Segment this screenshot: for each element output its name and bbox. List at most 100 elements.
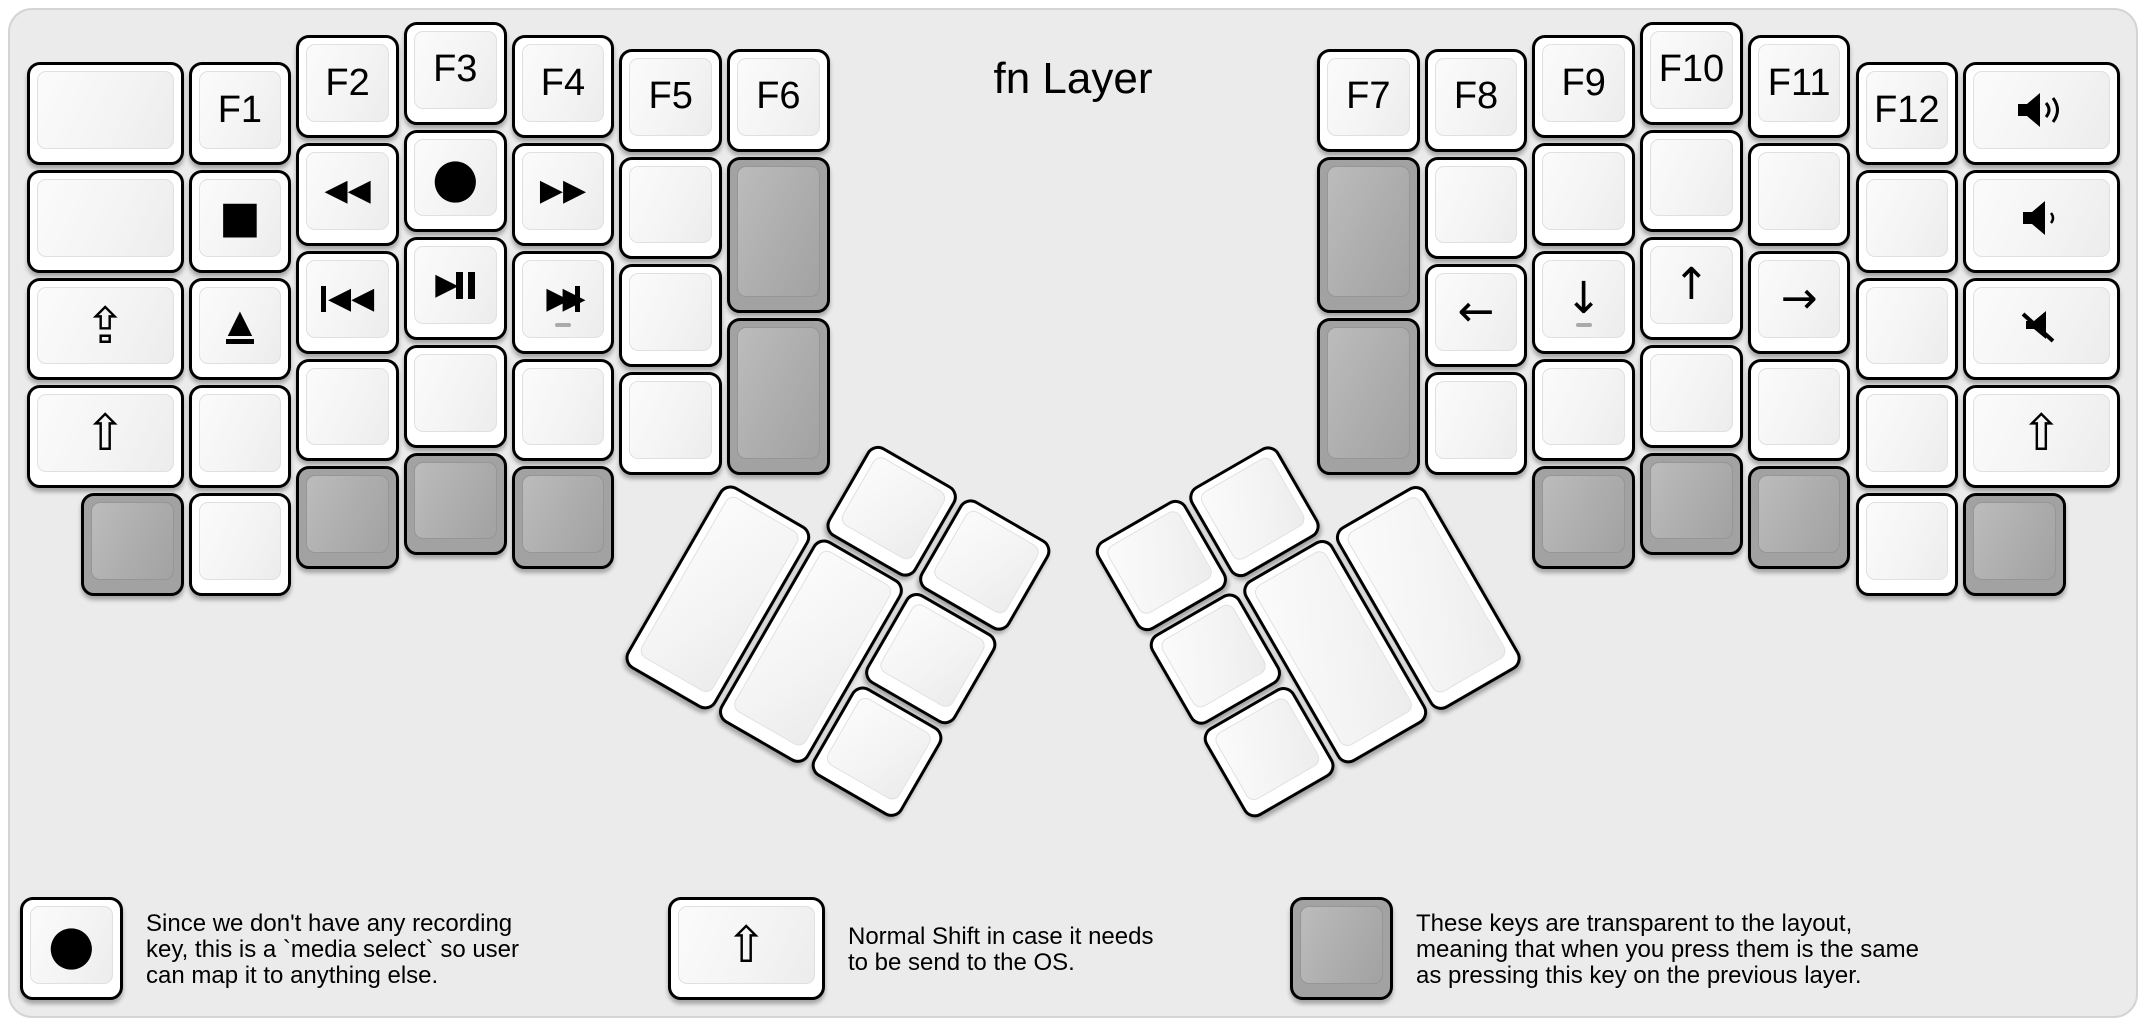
legend-line: can map it to anything else.	[146, 962, 439, 989]
keycap	[1865, 179, 1949, 257]
key-transparent[interactable]	[1532, 466, 1636, 569]
key-blank[interactable]	[1855, 493, 1959, 596]
keycap	[1650, 354, 1733, 432]
key-transparent[interactable]	[511, 466, 615, 569]
keycap: ↓	[1542, 259, 1626, 338]
legend-key-shift[interactable]: ⇧	[668, 897, 825, 1000]
record-icon: ●	[431, 145, 479, 209]
key-media-select[interactable]: ●	[403, 129, 507, 233]
key-play-pause[interactable]: ▶	[403, 237, 507, 341]
key-mute[interactable]	[1963, 277, 2120, 381]
key-arrow-right[interactable]: →	[1747, 250, 1851, 354]
keycap	[1434, 165, 1518, 244]
key-f7[interactable]: F7	[1317, 48, 1420, 152]
key-blank[interactable]	[1424, 156, 1528, 260]
legend-key-media-select[interactable]: ●	[20, 897, 123, 1000]
homing-bar	[1575, 322, 1592, 327]
key-blank[interactable]	[27, 62, 184, 166]
record-icon: ●	[47, 912, 95, 976]
key-blank[interactable]	[1424, 372, 1528, 475]
key-shift[interactable]: ⇧	[1963, 385, 2120, 489]
key-blank[interactable]	[1855, 277, 1959, 381]
keycap: ◀◀	[306, 259, 389, 338]
key-blank[interactable]	[619, 264, 723, 367]
keycap	[1757, 152, 1841, 230]
key-f10[interactable]: F10	[1640, 22, 1743, 125]
key-caps-lock[interactable]: ⇪	[27, 277, 184, 381]
key-blank[interactable]	[296, 358, 399, 462]
keycap: →	[1757, 259, 1841, 338]
key-f8[interactable]: F8	[1424, 48, 1528, 152]
key-transparent[interactable]	[1317, 318, 1420, 475]
key-blank[interactable]	[188, 493, 292, 596]
key-previous-track[interactable]: ◀◀	[296, 250, 399, 354]
key-volume-down[interactable]	[1963, 170, 2120, 273]
key-blank[interactable]	[27, 170, 184, 273]
key-label: F7	[1346, 75, 1391, 118]
key-transparent[interactable]	[727, 156, 830, 314]
keycap	[737, 327, 820, 459]
key-f12[interactable]: F12	[1855, 62, 1959, 166]
key-f5[interactable]: F5	[619, 48, 723, 152]
key-f1[interactable]: F1	[188, 62, 292, 166]
key-volume-up[interactable]	[1963, 62, 2120, 166]
key-rewind[interactable]: ◀◀	[296, 143, 399, 246]
keycap	[1650, 461, 1733, 540]
key-arrow-up[interactable]: ↑	[1640, 237, 1743, 341]
key-fast-forward[interactable]: ▶▶	[511, 143, 615, 246]
key-blank[interactable]	[619, 156, 723, 260]
keycap	[1434, 381, 1518, 459]
key-label: F4	[540, 61, 586, 104]
key-blank[interactable]	[619, 372, 723, 475]
key-blank[interactable]	[1640, 129, 1743, 233]
key-blank[interactable]	[1640, 345, 1743, 448]
keycap: ⇧	[678, 906, 815, 984]
key-f2[interactable]: F2	[296, 35, 399, 139]
key-arrow-left[interactable]: ←	[1424, 264, 1528, 367]
fast-forward-icon: ▶▶	[539, 173, 587, 208]
keycap: F1	[198, 71, 282, 150]
key-f9[interactable]: F9	[1532, 35, 1636, 139]
key-f6[interactable]: F6	[727, 48, 830, 152]
key-stop[interactable]: ■	[188, 170, 292, 273]
keycap	[1327, 165, 1410, 298]
key-f3[interactable]: F3	[403, 22, 507, 125]
key-blank[interactable]	[1747, 143, 1851, 246]
keycap	[737, 165, 820, 298]
play-pause-icon: ▶	[435, 270, 476, 300]
key-transparent[interactable]	[296, 466, 399, 569]
legend-line: Normal Shift in case it needs	[848, 923, 1154, 950]
key-blank[interactable]	[188, 385, 292, 489]
key-blank[interactable]	[511, 358, 615, 462]
key-blank[interactable]	[1747, 358, 1851, 462]
key-transparent[interactable]	[1747, 466, 1851, 569]
key-f4[interactable]: F4	[511, 35, 615, 139]
legend-key-transparent[interactable]	[1290, 897, 1393, 1000]
rewind-icon: ◀◀	[324, 173, 371, 208]
key-next-track[interactable]: ▶▶	[511, 250, 615, 354]
key-blank[interactable]	[1855, 170, 1959, 273]
key-blank[interactable]	[1855, 385, 1959, 489]
keycap	[1973, 286, 2110, 365]
key-label: F3	[433, 48, 478, 91]
key-transparent[interactable]	[1317, 156, 1420, 314]
key-transparent[interactable]	[80, 493, 184, 596]
key-blank[interactable]	[1532, 143, 1636, 246]
keycap: F7	[1327, 57, 1410, 136]
key-transparent[interactable]	[1963, 493, 2066, 596]
key-arrow-down[interactable]: ↓	[1532, 250, 1636, 354]
key-shift[interactable]: ⇧	[27, 385, 184, 489]
key-transparent[interactable]	[1640, 452, 1743, 556]
key-label: ⇧	[725, 915, 768, 974]
key-blank[interactable]	[1532, 358, 1636, 462]
keycap: F4	[521, 44, 605, 123]
volume-up-icon	[2018, 93, 2060, 128]
key-transparent[interactable]	[403, 452, 507, 556]
keycap	[1865, 502, 1949, 580]
legend-line: as pressing this key on the previous lay…	[1416, 962, 1862, 989]
key-blank[interactable]	[403, 345, 507, 448]
key-f11[interactable]: F11	[1747, 35, 1851, 139]
key-transparent[interactable]	[727, 318, 830, 475]
key-eject[interactable]: ▲	[188, 277, 292, 381]
